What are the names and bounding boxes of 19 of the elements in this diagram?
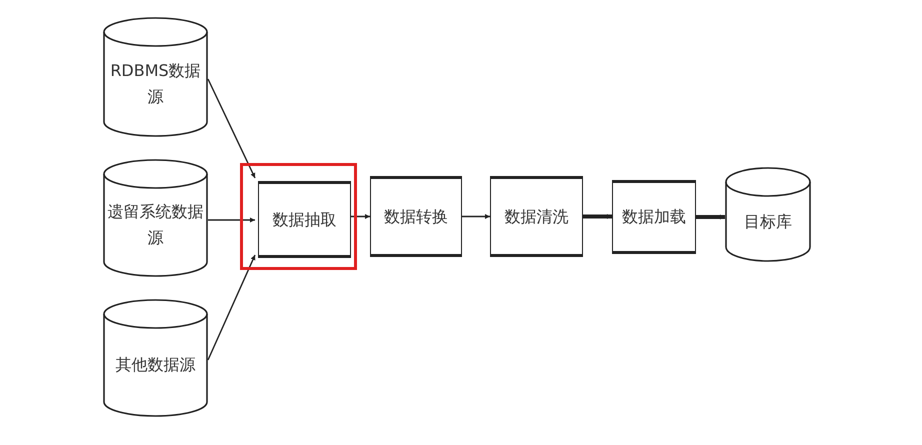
node-label: 其他数据源 [116,354,196,376]
node-label: RDBMS数据源 [109,60,202,108]
node-label: 数据转换 [384,206,448,228]
connector-arrow [462,214,490,219]
connector-arrow [696,214,725,220]
connector-arrow [207,254,256,360]
node-label: 数据清洗 [504,206,568,228]
node-label: 目标库 [744,210,792,233]
process-box [490,176,583,257]
node-label: 数据抽取 [272,208,336,230]
connector-arrow [208,218,255,222]
node-label: 遗留系统数据源 [107,201,204,249]
node-label: 数据加载 [622,206,686,228]
process-box [612,180,696,254]
highlight-frame [240,163,357,270]
connector-arrow [207,78,256,178]
connector-arrow [583,214,612,219]
process-box [258,181,351,258]
process-box [370,176,462,257]
